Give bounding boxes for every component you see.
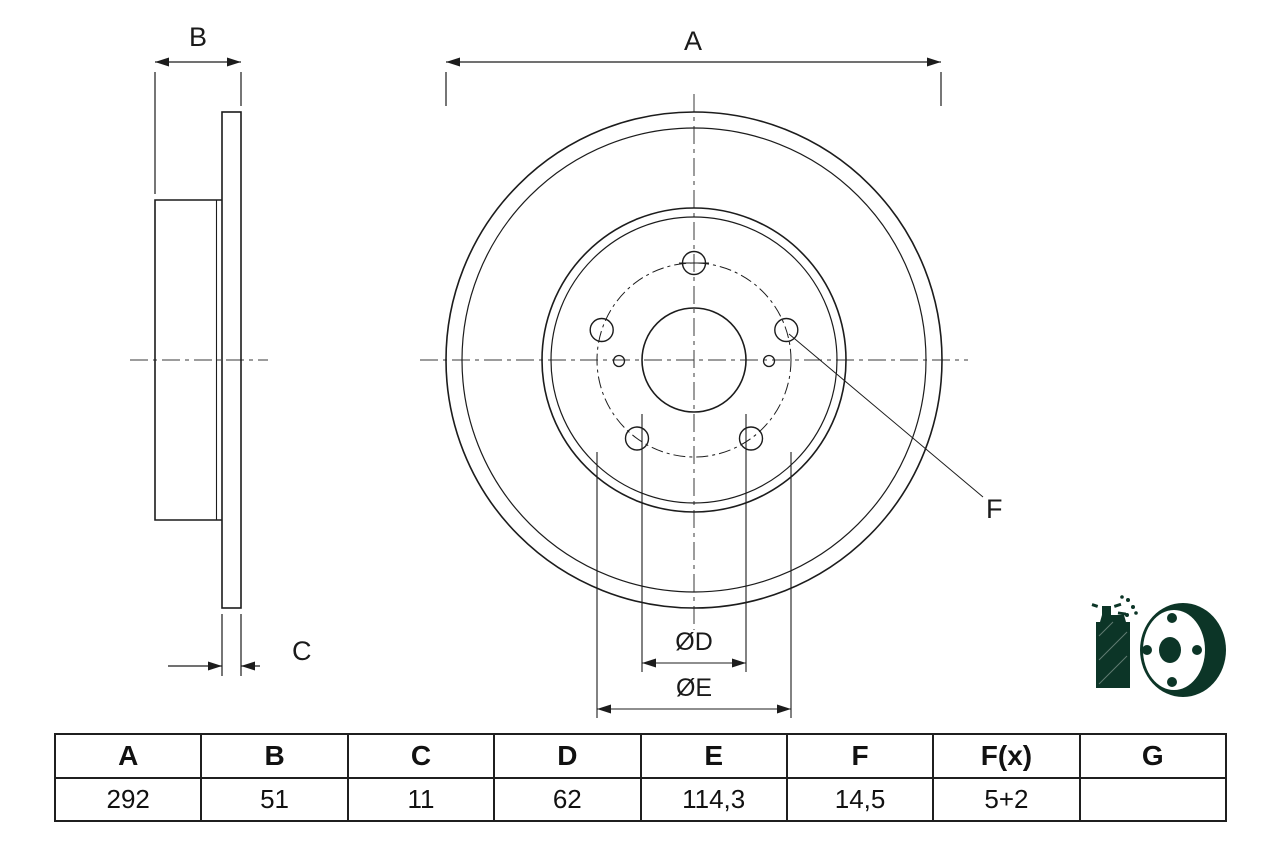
outer-rim-inner-circle [461, 127, 927, 593]
center-bore [641, 307, 747, 413]
bolt-circle [596, 262, 792, 458]
dimension-b [154, 57, 242, 194]
table-header-cell-e: E [639, 733, 788, 779]
dimension-c [168, 614, 260, 676]
table-header-cell-a: A [53, 733, 203, 779]
table-header-cell-g: G [1078, 733, 1228, 779]
table-value-cell-b: 51 [200, 777, 349, 822]
coated-disc-pictogram [1091, 595, 1226, 697]
table-header-cell-b: B [200, 733, 349, 779]
table-header-cell-fx: F(x) [932, 733, 1081, 779]
table-header-cell-c: C [346, 733, 496, 779]
brake-disc-icon [1140, 603, 1226, 697]
side-view [154, 111, 242, 609]
table-value-cell-d: 62 [493, 777, 642, 822]
dimension-d [641, 414, 747, 672]
leader-f [788, 333, 984, 498]
dimension-a [445, 57, 942, 106]
table-value-cell-g [1078, 777, 1228, 822]
brake-disc-drawing: A B C ØD [130, 22, 1226, 718]
dimension-table: A B C D E F F(x) G 292 51 11 62 114,3 14… [53, 733, 1228, 822]
table-header-cell-d: D [493, 733, 642, 779]
front-view [445, 111, 943, 609]
centerlines [130, 94, 968, 630]
table-value-row: 292 51 11 62 114,3 14,5 5+2 [53, 777, 1228, 822]
table-value-cell-c: 11 [346, 777, 496, 822]
spray-can-icon [1091, 595, 1138, 688]
table-value-cell-e: 114,3 [639, 777, 788, 822]
dimension-e [596, 452, 792, 718]
dimension-a-label: A [684, 26, 702, 56]
table-value-cell-a: 292 [53, 777, 203, 822]
table-value-cell-fx: 5+2 [932, 777, 1081, 822]
service-holes [612, 354, 776, 368]
hat-outer-circle [541, 207, 847, 513]
outer-diameter-circle [445, 111, 943, 609]
table-value-cell-f: 14,5 [785, 777, 935, 822]
dimension-d-label: ØD [675, 628, 713, 656]
dimension-c-label: C [292, 636, 312, 666]
side-view-hat [154, 199, 222, 521]
dimension-b-label: B [189, 22, 207, 52]
table-header-cell-f: F [785, 733, 935, 779]
table-header-row: A B C D E F F(x) G [53, 733, 1228, 779]
dimension-e-label: ØE [676, 674, 712, 702]
dimension-f-label: F [986, 494, 1003, 524]
side-view-disc-plate [221, 111, 242, 609]
hat-inner-circle [550, 216, 838, 504]
